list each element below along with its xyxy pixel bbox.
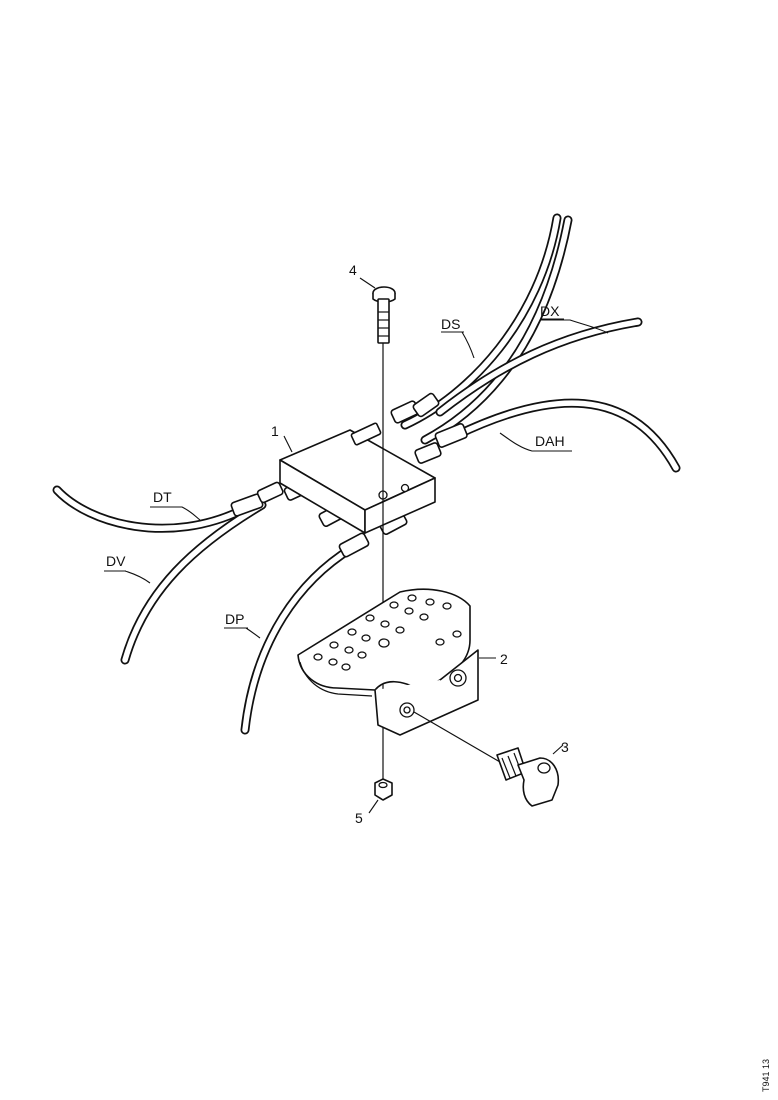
drawing-reference-code: T941 13 (761, 1059, 771, 1092)
leader-lines (106, 277, 609, 814)
hose-dv (120, 500, 267, 665)
label-dx: DX (540, 303, 560, 319)
label-ds: DS (441, 316, 460, 332)
callout-2: 2 (500, 651, 508, 667)
bolt (372, 286, 396, 344)
label-dp: DP (225, 611, 244, 627)
hose-dx (435, 317, 643, 417)
label-dah: DAH (535, 433, 565, 449)
hose-dp (240, 543, 357, 735)
elbow-fitting (413, 711, 560, 807)
label-dv: DV (106, 553, 126, 569)
hose-fittings (230, 392, 468, 558)
callout-5: 5 (355, 810, 363, 826)
nut (374, 778, 393, 801)
bracket-holes (313, 594, 462, 671)
hose-dah (450, 398, 681, 473)
callout-4: 4 (349, 262, 357, 278)
callout-3: 3 (561, 739, 569, 755)
label-dt: DT (153, 489, 172, 505)
mounting-bracket (297, 588, 479, 736)
callout-1: 1 (271, 423, 279, 439)
valve-block (279, 422, 436, 534)
hose-dt (52, 485, 247, 533)
